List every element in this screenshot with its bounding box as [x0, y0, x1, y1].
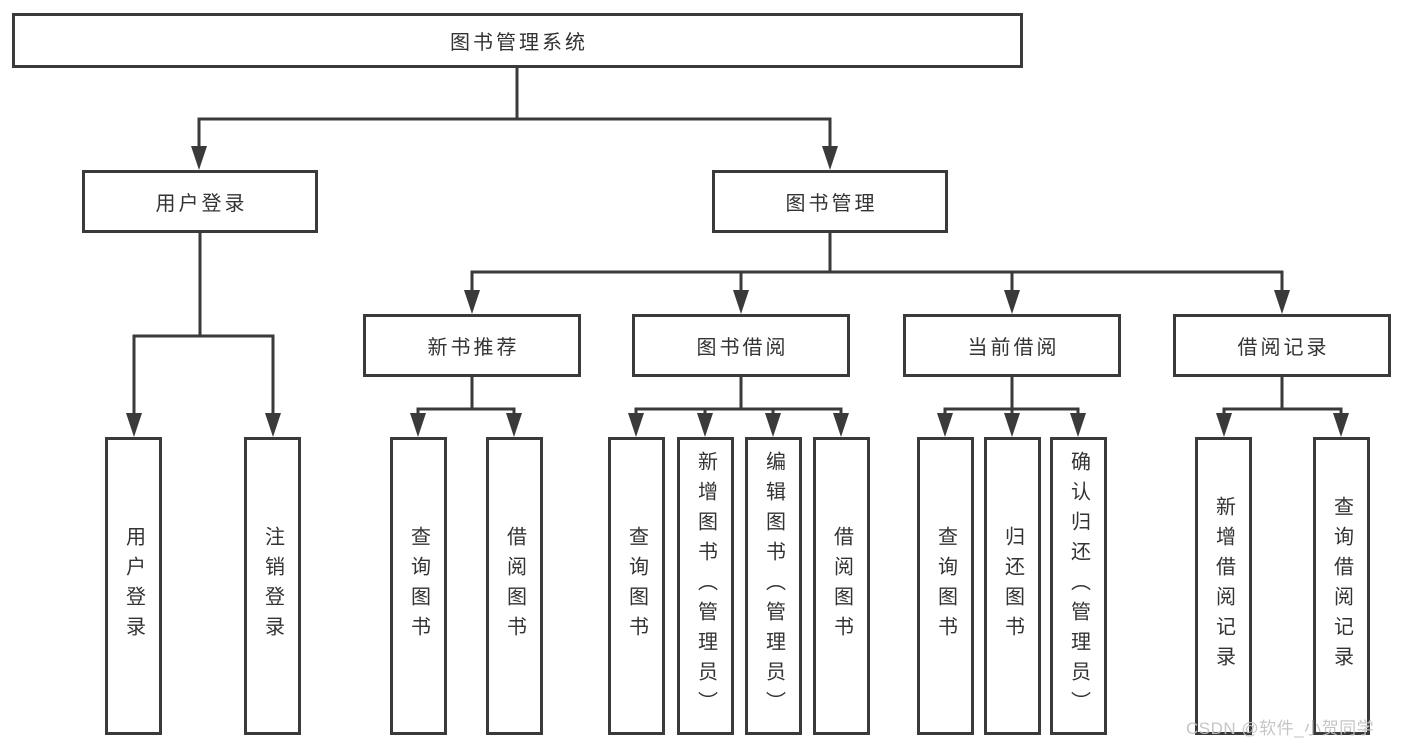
node-book-borrow-label: 图书借阅 — [696, 337, 789, 359]
leaf-query-borrow-record: 查询借阅记录 — [1313, 437, 1370, 735]
leaf-query-books-current-label: 查询图书 — [934, 526, 957, 646]
leaf-return-books: 归还图书 — [984, 437, 1041, 735]
leaf-user-login: 用户登录 — [105, 437, 162, 735]
leaf-confirm-return-admin: 确认归还（管理员） — [1050, 437, 1107, 735]
leaf-borrow-books-label: 借阅图书 — [830, 526, 853, 646]
leaf-query-books-borrow: 查询图书 — [608, 437, 665, 735]
leaf-borrow-books-recommend: 借阅图书 — [486, 437, 543, 735]
watermark: CSDN @软件_小贺同学 — [1186, 719, 1375, 738]
node-root-label: 图书管理系统 — [450, 32, 588, 54]
leaf-logout-label: 注销登录 — [261, 526, 284, 646]
node-book-management-label: 图书管理 — [785, 193, 878, 215]
leaf-user-login-label: 用户登录 — [122, 526, 145, 646]
node-borrow-records: 借阅记录 — [1173, 314, 1391, 377]
arrowheads — [126, 146, 1349, 437]
leaf-confirm-return-admin-label: 确认归还（管理员） — [1067, 451, 1090, 721]
node-borrow-records-label: 借阅记录 — [1237, 337, 1330, 359]
leaf-query-books-recommend: 查询图书 — [390, 437, 447, 735]
leaf-add-book-admin-label: 新增图书（管理员） — [694, 451, 717, 721]
node-book-management: 图书管理 — [712, 170, 948, 233]
leaf-add-book-admin: 新增图书（管理员） — [677, 437, 734, 735]
node-user-login: 用户登录 — [82, 170, 318, 233]
leaf-query-books-recommend-label: 查询图书 — [407, 526, 430, 646]
leaf-borrow-books-recommend-label: 借阅图书 — [503, 526, 526, 646]
node-book-borrow: 图书借阅 — [632, 314, 850, 377]
node-new-book-recommend-label: 新书推荐 — [427, 337, 520, 359]
leaf-edit-book-admin-label: 编辑图书（管理员） — [762, 451, 785, 721]
leaf-query-books-borrow-label: 查询图书 — [625, 526, 648, 646]
node-user-login-label: 用户登录 — [155, 193, 248, 215]
leaf-edit-book-admin: 编辑图书（管理员） — [745, 437, 802, 735]
node-new-book-recommend: 新书推荐 — [363, 314, 581, 377]
leaf-borrow-books: 借阅图书 — [813, 437, 870, 735]
leaf-return-books-label: 归还图书 — [1001, 526, 1024, 646]
leaf-add-borrow-record: 新增借阅记录 — [1195, 437, 1252, 735]
leaf-add-borrow-record-label: 新增借阅记录 — [1212, 496, 1235, 676]
leaf-query-books-current: 查询图书 — [917, 437, 974, 735]
leaf-query-borrow-record-label: 查询借阅记录 — [1330, 496, 1353, 676]
node-current-borrow: 当前借阅 — [903, 314, 1121, 377]
node-root: 图书管理系统 — [12, 13, 1023, 68]
node-current-borrow-label: 当前借阅 — [967, 337, 1060, 359]
leaf-logout: 注销登录 — [244, 437, 301, 735]
